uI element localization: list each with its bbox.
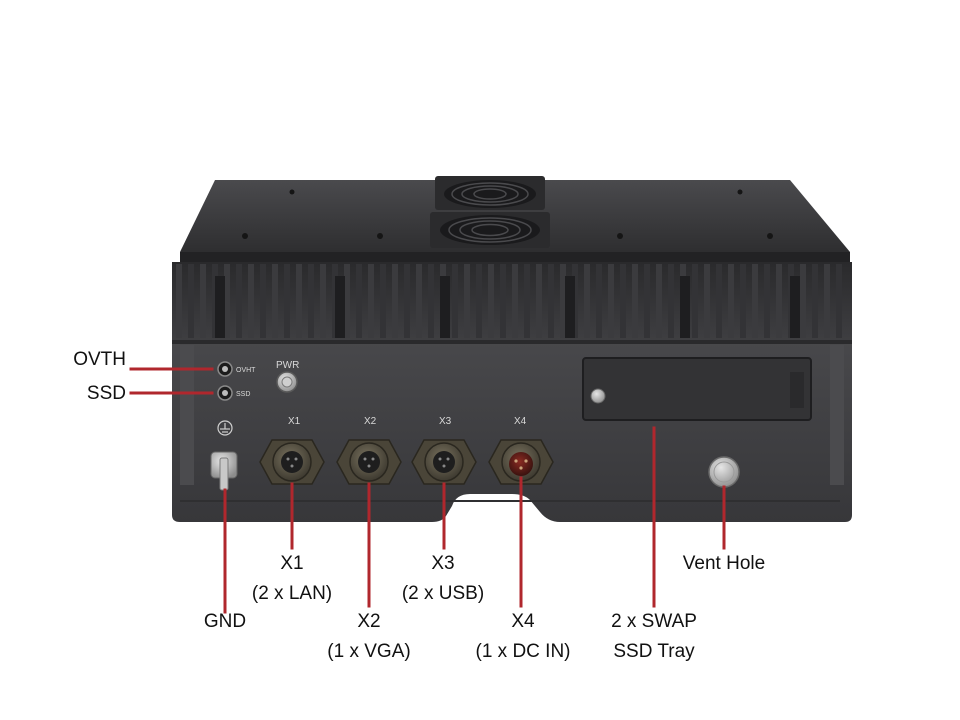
- ssd-tray[interactable]: [582, 357, 812, 421]
- heatsink-fin: [416, 264, 422, 338]
- vent-hole: [708, 456, 740, 488]
- heatsink-fin: [560, 264, 566, 338]
- x1-callout-title: X1: [280, 553, 304, 574]
- heatsink-fin: [224, 264, 230, 338]
- ssd-tray-callout-detail: SSD Tray: [613, 641, 695, 662]
- heatsink-fin: [512, 264, 518, 338]
- heatsink-fin: [176, 264, 182, 338]
- ground-stud: [210, 451, 238, 491]
- x4-dc-in-connector: [488, 439, 554, 485]
- heatsink-fin: [824, 264, 830, 338]
- fan-icon: [430, 212, 550, 248]
- heatsink-fin: [728, 264, 734, 338]
- heatsink-fin: [740, 264, 746, 338]
- ssd-panel-label: SSD: [236, 391, 250, 398]
- heatsink-fin: [272, 264, 278, 338]
- heatsink-fins: [172, 262, 852, 340]
- heatsink-fin: [320, 264, 326, 338]
- heatsink-fin: [692, 264, 698, 338]
- heatsink-fin: [548, 264, 554, 338]
- heatsink-fin: [368, 264, 374, 338]
- x2-panel-label: X2: [364, 416, 377, 427]
- x4-panel-label: X4: [514, 416, 527, 427]
- x2-callout-label: X2 (1 x VGA): [309, 607, 429, 667]
- x2-vga-connector: [336, 439, 402, 485]
- gnd-callout-label: GND: [203, 611, 247, 632]
- heatsink-fin: [656, 264, 662, 338]
- heatsink-fin: [380, 264, 386, 338]
- heatsink-fin: [704, 264, 710, 338]
- heatsink-fin: [260, 264, 266, 338]
- heatsink-fin: [584, 264, 590, 338]
- power-button-icon[interactable]: PWR: [276, 360, 299, 393]
- pwr-panel-label: PWR: [276, 360, 299, 371]
- heatsink-fin: [344, 264, 350, 338]
- x2-callout-detail: (1 x VGA): [327, 641, 411, 662]
- heatsink-fin: [836, 264, 842, 338]
- heatsink-fin: [500, 264, 506, 338]
- vent-callout-label: Vent Hole: [682, 553, 766, 574]
- heatsink-fin: [476, 264, 482, 338]
- x1-panel-label: X1: [288, 416, 301, 427]
- heatsink-fin: [536, 264, 542, 338]
- ovht-panel-label: OVHT: [236, 367, 256, 374]
- x3-callout-detail: (2 x USB): [401, 583, 485, 604]
- x4-callout-detail: (1 x DC IN): [475, 641, 571, 662]
- heatsink-bracket: [215, 276, 225, 338]
- heatsink-fin: [752, 264, 758, 338]
- heatsink-fin: [248, 264, 254, 338]
- heatsink-fin: [236, 264, 242, 338]
- heatsink-fin: [356, 264, 362, 338]
- x3-usb-connector: [411, 439, 477, 485]
- heatsink-fin: [620, 264, 626, 338]
- ground-icon: [217, 420, 233, 436]
- x1-callout-detail: (2 x LAN): [251, 583, 333, 604]
- heatsink-fin: [608, 264, 614, 338]
- heatsink-fin: [296, 264, 302, 338]
- heatsink-fin: [644, 264, 650, 338]
- heatsink-fin: [524, 264, 530, 338]
- heatsink-fin: [404, 264, 410, 338]
- heatsink-bracket: [790, 276, 800, 338]
- x1-callout-label: X1 (2 x LAN): [232, 549, 352, 609]
- heatsink-fin: [716, 264, 722, 338]
- heatsink-fin: [464, 264, 470, 338]
- heatsink-fin: [392, 264, 398, 338]
- x1-lan-connector: [259, 439, 325, 485]
- heatsink-fin: [428, 264, 434, 338]
- x3-callout-label: X3 (2 x USB): [383, 549, 503, 609]
- heatsink-bracket: [440, 276, 450, 338]
- x3-callout-title: X3: [431, 553, 455, 574]
- callout-lines: [129, 367, 726, 614]
- heatsink-fin: [188, 264, 194, 338]
- ssd-tray-callout-label: 2 x SWAP SSD Tray: [589, 607, 719, 667]
- x4-callout-title: X4: [511, 611, 535, 632]
- heatsink-fin: [764, 264, 770, 338]
- heatsink-fin: [800, 264, 806, 338]
- fan-icon: [435, 176, 545, 210]
- heatsink-fin: [812, 264, 818, 338]
- heatsink-fin: [200, 264, 206, 338]
- ssd-callout-label: SSD: [86, 383, 126, 404]
- ovht-led-icon: OVHT: [217, 361, 256, 377]
- heatsink-bracket: [680, 276, 690, 338]
- heatsink-bracket: [335, 276, 345, 338]
- ssd-led-icon: SSD: [217, 385, 250, 401]
- heatsink-fin: [308, 264, 314, 338]
- heatsink-fin: [284, 264, 290, 338]
- heatsink-fin: [596, 264, 602, 338]
- heatsink-fin: [488, 264, 494, 338]
- heatsink-bracket: [565, 276, 575, 338]
- heatsink-fin: [452, 264, 458, 338]
- heatsink-fin: [776, 264, 782, 338]
- ovth-callout-label: OVTH: [73, 349, 126, 370]
- heatsink-fin: [632, 264, 638, 338]
- x3-panel-label: X3: [439, 416, 452, 427]
- ssd-tray-callout-title: 2 x SWAP: [611, 611, 697, 632]
- x4-callout-label: X4 (1 x DC IN): [458, 607, 588, 667]
- heatsink-fin: [668, 264, 674, 338]
- x2-callout-title: X2: [357, 611, 381, 632]
